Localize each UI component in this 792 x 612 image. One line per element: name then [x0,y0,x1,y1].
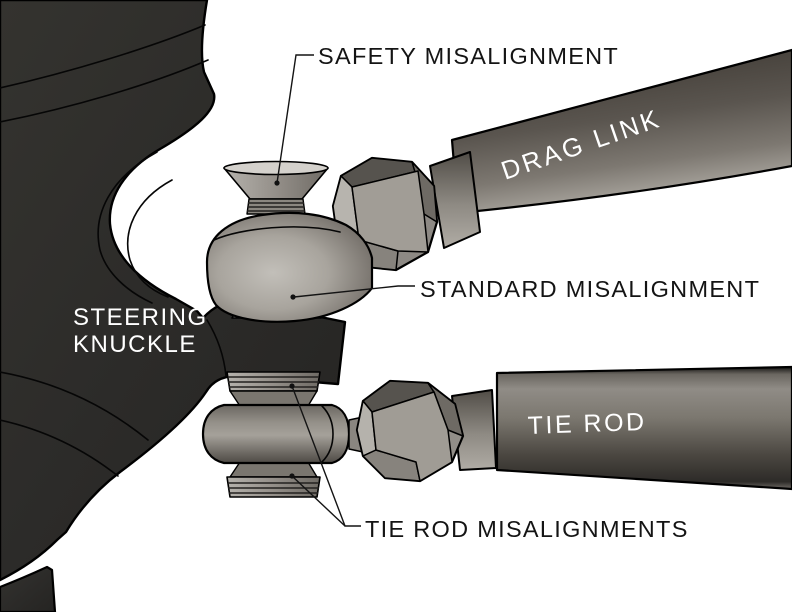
tie-rod-misalignment-spacer-upper [226,371,321,407]
drag-link-ball-joint [205,211,374,323]
steering-knuckle-shape [0,0,347,612]
leader-dot-safety [274,180,280,186]
label-steering-knuckle-line1: STEERING [73,304,208,331]
tie-rod-end-ball-joint [201,403,364,465]
tie-rod-rod-end [201,371,497,498]
label-tie-rod-misalignments: TIE ROD MISALIGNMENTS [365,516,689,542]
tie-rod-rod [495,365,792,491]
label-safety-misalignment: SAFETY MISALIGNMENT [318,43,619,69]
leader-tie-rod-misalignment-lower [291,475,346,527]
drag-link-rod-end [205,151,481,323]
label-steering-knuckle-line2: KNUCKLE [73,331,197,358]
leader-safety-misalignment [276,54,314,184]
drag-link-collar [429,151,481,249]
leader-dot-tie-lower [289,473,295,479]
label-standard-misalignment: STANDARD MISALIGNMENT [420,276,760,302]
tie-rod-misalignment-spacer-lower [226,461,321,498]
tie-rod-jam-nut [355,379,465,483]
knuckle-lower-piece [0,565,57,612]
label-tie-rod: TIE ROD [527,408,647,440]
leader-lines [274,54,415,527]
leader-standard-misalignment [293,285,415,298]
leader-dot-tie-upper [289,383,295,389]
drag-link-rod [450,48,792,215]
leader-dot-standard [290,294,296,300]
